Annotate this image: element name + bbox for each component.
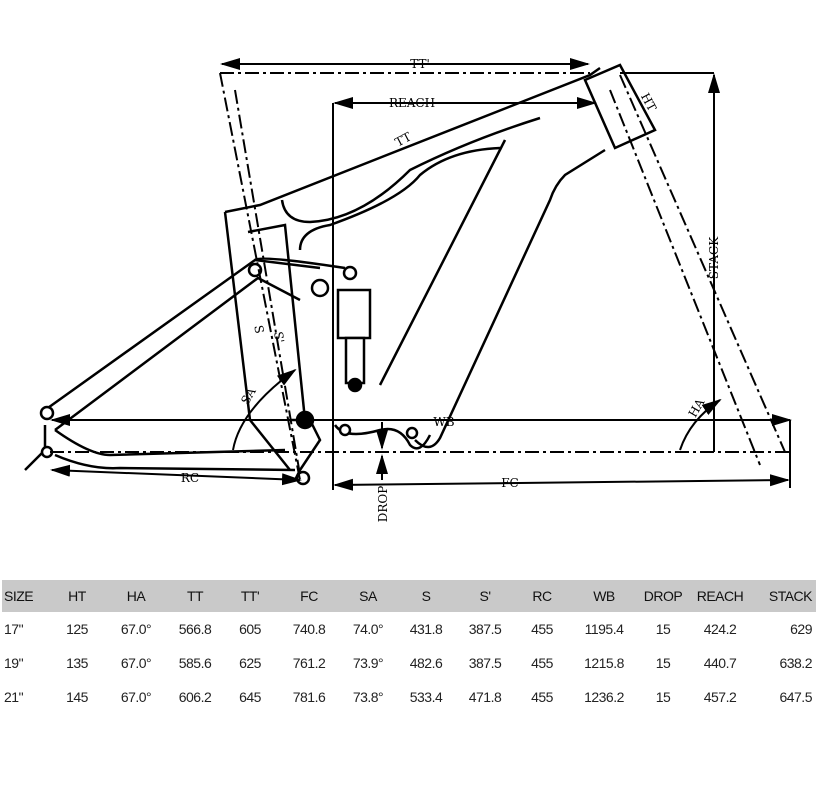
- header-stack: STACK: [750, 580, 816, 612]
- header-rc: RC: [512, 580, 572, 612]
- header-wb: WB: [572, 580, 636, 612]
- table-cell: 67.0°: [120, 655, 152, 671]
- table-cell: 629: [790, 621, 812, 637]
- frame-geometry-diagram: TT' REACH TT HT STACK S S' SA WB HA RC F…: [24, 57, 792, 522]
- header-s: S: [394, 580, 458, 612]
- table-cell: 625: [239, 655, 261, 671]
- table-cell: 21": [4, 689, 24, 705]
- rear-shock: [336, 288, 372, 393]
- table-cell: 73.9°: [352, 655, 384, 671]
- table-cell: 73.8°: [352, 689, 384, 705]
- label-sa: SA: [238, 385, 259, 407]
- centerlines: [50, 72, 790, 481]
- table-cell: 387.5: [468, 621, 502, 637]
- table-cell: 606.2: [178, 689, 212, 705]
- table-cell: 471.8: [468, 689, 502, 705]
- table-cell: 638.2: [779, 655, 812, 671]
- table-cell: 566.8: [178, 621, 212, 637]
- dimension-lines: [50, 58, 792, 491]
- table-cell: 19": [4, 655, 24, 671]
- table-cell: 1236.2: [584, 689, 624, 705]
- header-s-prime: S': [458, 580, 512, 612]
- table-cell: 533.4: [409, 689, 443, 705]
- table-cell: 761.2: [292, 655, 326, 671]
- header-tt: TT: [166, 580, 224, 612]
- table-cell: 145: [66, 689, 88, 705]
- table-header-row: SIZE HT HA TT TT' FC SA S S' RC WB DROP …: [2, 580, 816, 612]
- table-cell: 1195.4: [584, 621, 624, 637]
- table-cell: 605: [239, 621, 261, 637]
- table-cell: 15: [655, 689, 671, 705]
- header-fc: FC: [276, 580, 342, 612]
- header-drop: DROP: [636, 580, 690, 612]
- label-tt: TT: [393, 129, 414, 149]
- table-cell: 1215.8: [584, 655, 624, 671]
- label-wb: WB: [433, 415, 454, 429]
- label-s: S: [251, 324, 266, 335]
- table-row: 17" 125 67.0° 566.8 605 740.8 74.0° 431.8 387.5 4…: [2, 612, 816, 646]
- table-cell: 74.0°: [352, 621, 384, 637]
- table-cell: 647.5: [779, 689, 812, 705]
- table-cell: 482.6: [409, 655, 443, 671]
- table-cell: 17": [4, 621, 24, 637]
- table-cell: 135: [66, 655, 88, 671]
- label-fc: FC: [501, 476, 519, 490]
- header-sa: SA: [342, 580, 394, 612]
- table-cell: 740.8: [292, 621, 326, 637]
- table-cell: 67.0°: [120, 689, 152, 705]
- table-cell: 455: [531, 655, 553, 671]
- label-drop: DROP: [376, 486, 390, 523]
- table-cell: 387.5: [468, 655, 502, 671]
- table-cell: 645: [239, 689, 261, 705]
- label-s-prime: S': [271, 330, 287, 344]
- table-cell: 455: [531, 689, 553, 705]
- label-tt-prime: TT': [410, 57, 430, 71]
- table-cell: 440.7: [703, 655, 737, 671]
- label-ht: HT: [638, 91, 659, 114]
- table-cell: 424.2: [703, 621, 737, 637]
- label-stack: STACK: [707, 236, 721, 279]
- table-cell: 455: [531, 621, 553, 637]
- table-cell: 15: [655, 621, 671, 637]
- table-cell: 585.6: [178, 655, 212, 671]
- table-cell: 67.0°: [120, 621, 152, 637]
- geometry-table: SIZE HT HA TT TT' FC SA S S' RC WB DROP …: [2, 580, 816, 714]
- header-ha: HA: [106, 580, 166, 612]
- label-rc: RC: [181, 471, 199, 485]
- label-ha: HA: [686, 396, 708, 420]
- table-cell: 125: [66, 621, 88, 637]
- table-row: 21" 145 67.0° 606.2 645 781.6 73.8° 533.4 471.8 4…: [2, 680, 816, 714]
- table-row: 19" 135 67.0° 585.6 625 761.2 73.9° 482.6 387.5 4…: [2, 646, 816, 680]
- frame-outline: [24, 63, 657, 481]
- header-tt-prime: TT': [224, 580, 276, 612]
- table-cell: 781.6: [292, 689, 326, 705]
- header-ht: HT: [48, 580, 106, 612]
- header-reach: REACH: [690, 580, 750, 612]
- dimension-labels: TT' REACH TT HT STACK S S' SA WB HA RC F…: [181, 57, 721, 522]
- table-cell: 431.8: [409, 621, 443, 637]
- label-reach: REACH: [389, 96, 435, 110]
- table-cell: 15: [655, 655, 671, 671]
- header-size: SIZE: [2, 580, 48, 612]
- table-cell: 457.2: [703, 689, 737, 705]
